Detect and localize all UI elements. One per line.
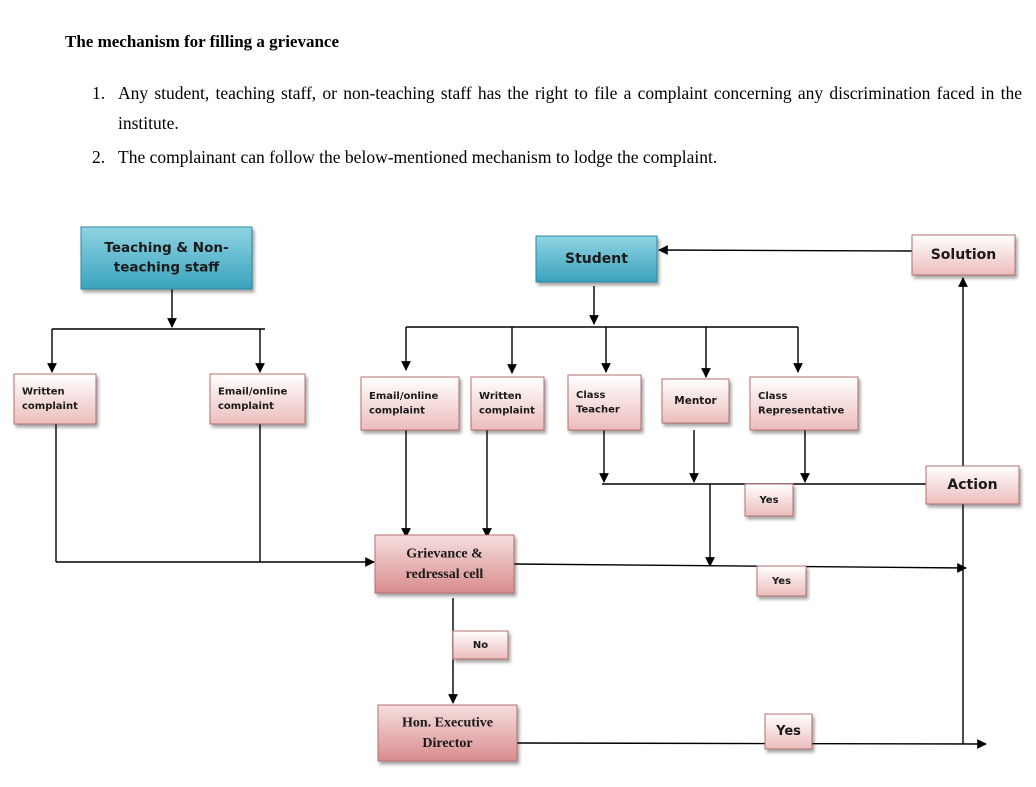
list-item-number: 1. xyxy=(92,83,106,103)
list-item-number: 2. xyxy=(92,147,106,167)
grievance-cell-node: Grievance & redressal cell xyxy=(374,534,515,594)
staff-email-complaint-node: Email/online complaint xyxy=(209,373,306,425)
instructions-list: 1. Any student, teaching staff, or non-t… xyxy=(92,78,1022,176)
node-label: Solution xyxy=(931,247,997,263)
node-box xyxy=(744,483,794,517)
list-item-text: The complainant can follow the below-men… xyxy=(118,147,718,167)
node-label: complaint xyxy=(218,401,274,412)
node-label: Action xyxy=(947,477,997,493)
list-item: 1. Any student, teaching staff, or non-t… xyxy=(92,78,1022,138)
node-box xyxy=(374,534,515,594)
node-label: Class xyxy=(576,390,605,401)
student-written-complaint-node: Written complaint xyxy=(470,376,545,431)
list-item-text: Any student, teaching staff, or non-teac… xyxy=(118,83,1022,133)
node-box xyxy=(535,235,658,283)
node-label: Grievance & xyxy=(406,547,483,562)
node-box xyxy=(749,376,859,431)
node-label: Written xyxy=(479,391,522,402)
node-label: Teaching & Non- xyxy=(104,240,228,256)
node-label: Student xyxy=(565,251,628,267)
node-box xyxy=(470,376,545,431)
node-box xyxy=(13,373,97,425)
node-label: Class xyxy=(758,391,787,402)
solution-node: Solution xyxy=(911,234,1016,276)
node-label: Mentor xyxy=(674,395,717,407)
student-email-complaint-node: Email/online complaint xyxy=(360,376,460,431)
node-box xyxy=(452,630,509,660)
node-box xyxy=(661,378,730,424)
node-box xyxy=(80,226,253,290)
node-label: complaint xyxy=(479,406,535,417)
connector-line xyxy=(513,563,967,573)
node-label: Yes xyxy=(758,495,778,506)
action-node: Action xyxy=(925,465,1020,505)
connector-lines xyxy=(47,245,987,749)
node-box xyxy=(360,376,460,431)
student-node: Student xyxy=(535,235,658,283)
node-label: redressal cell xyxy=(406,567,484,582)
node-box xyxy=(377,704,518,762)
node-label: Hon. Executive xyxy=(402,716,493,731)
node-label: No xyxy=(473,640,488,651)
node-box xyxy=(567,374,642,431)
node-label: Yes xyxy=(771,576,791,587)
node-box xyxy=(209,373,306,425)
yes-label: Yes xyxy=(756,565,807,597)
connector-line xyxy=(516,739,987,749)
node-label: teaching staff xyxy=(114,260,221,276)
list-item: 2. The complainant can follow the below-… xyxy=(92,142,1022,172)
node-label: Email/online xyxy=(369,391,438,402)
staff-written-complaint-node: Written complaint xyxy=(13,373,97,425)
node-label: complaint xyxy=(22,401,78,412)
node-label: Teacher xyxy=(576,405,620,416)
node-box xyxy=(756,565,807,597)
mentor-node: Mentor xyxy=(661,378,730,424)
no-label: No xyxy=(452,630,509,660)
page-heading: The mechanism for filling a grievance xyxy=(65,32,340,51)
node-label: Representative xyxy=(758,406,844,417)
staff-node: Teaching & Non-teaching staff xyxy=(80,226,253,290)
node-box xyxy=(764,713,813,750)
node-label: Written xyxy=(22,387,65,398)
node-label: Email/online xyxy=(218,387,287,398)
yes-label: Yes xyxy=(744,483,794,517)
node-box xyxy=(925,465,1020,505)
node-label: Yes xyxy=(775,724,801,739)
node-box xyxy=(911,234,1016,276)
node-label: Director xyxy=(422,736,472,751)
connector-line xyxy=(658,245,914,255)
yes-label: Yes xyxy=(764,713,813,750)
node-label: complaint xyxy=(369,406,425,417)
